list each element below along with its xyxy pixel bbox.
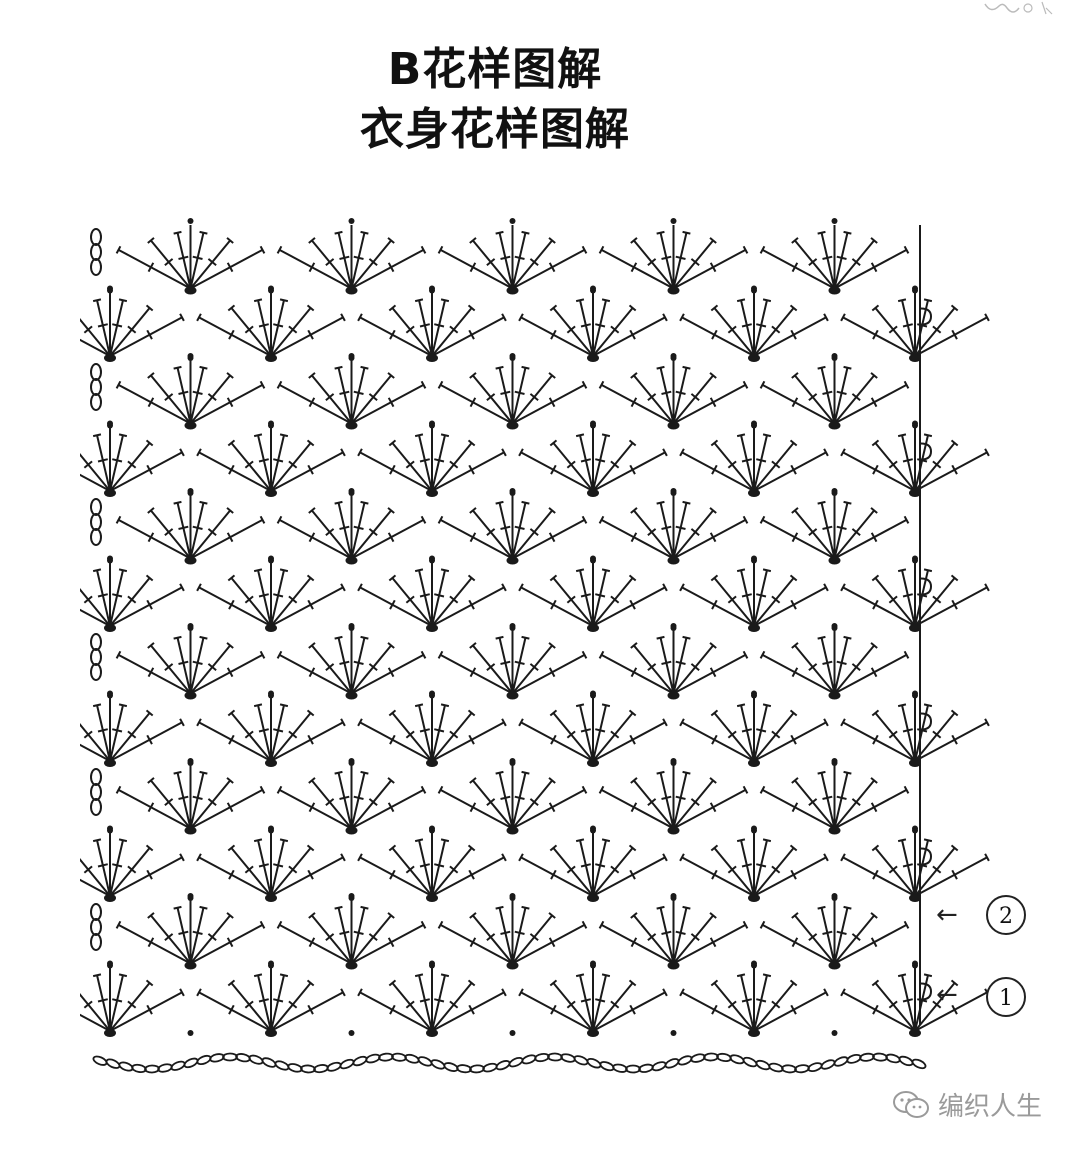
- crochet-chart: ← 2 ← 1: [80, 195, 1060, 1075]
- shell-fan: [759, 488, 910, 565]
- foundation-chain: [92, 1052, 927, 1074]
- row-marker-2: 2: [986, 895, 1026, 935]
- turning-chain-left: [90, 363, 102, 411]
- shell-fan: [115, 893, 266, 970]
- shell-fan: [357, 825, 507, 902]
- turning-chain-right: [920, 307, 933, 326]
- row-marker-1: 1: [986, 977, 1026, 1017]
- shell-fan: [276, 218, 427, 295]
- turning-chain-right: [920, 982, 933, 1001]
- shell-fan: [840, 285, 990, 362]
- shell-fan: [80, 420, 185, 497]
- shell-fan: [598, 218, 749, 295]
- shell-fan: [679, 285, 829, 362]
- shell-fan: [437, 758, 588, 835]
- shell-fan: [196, 690, 346, 767]
- turning-chain-left: [90, 228, 102, 276]
- shell-fan: [276, 623, 427, 700]
- shell-fan: [276, 353, 427, 430]
- shell-fan: [598, 893, 749, 970]
- shell-fan: [357, 285, 507, 362]
- crochet-chart-svg: [80, 218, 990, 1074]
- shell-fan: [80, 960, 185, 1037]
- shell-fan: [357, 420, 507, 497]
- chain-dot: [670, 1030, 677, 1036]
- shell-fan: [598, 353, 749, 430]
- shell-fan: [759, 353, 910, 430]
- shell-fan: [598, 758, 749, 835]
- shell-fan: [759, 218, 910, 295]
- title-block: B花样图解 衣身花样图解: [0, 40, 990, 160]
- shell-fan: [196, 825, 346, 902]
- shell-fan: [679, 960, 829, 1037]
- shell-fan: [840, 420, 990, 497]
- shell-fan: [759, 758, 910, 835]
- shell-fan: [276, 488, 427, 565]
- shell-fan: [437, 353, 588, 430]
- turning-chain-left: [90, 498, 102, 546]
- shell-fan: [840, 690, 990, 767]
- turning-chain-left: [90, 633, 102, 681]
- shell-fan: [679, 690, 829, 767]
- turning-chain-right: [920, 577, 933, 596]
- shell-fan: [80, 825, 185, 902]
- chain-dot: [509, 1030, 516, 1036]
- chain-dot: [348, 1030, 355, 1036]
- corner-decoration: [984, 1, 1053, 15]
- shell-fan: [518, 285, 668, 362]
- shell-fan: [357, 960, 507, 1037]
- row-1-arrow: ←: [936, 980, 958, 1010]
- shell-fan: [437, 623, 588, 700]
- turning-chain-left: [90, 903, 102, 951]
- shell-fan: [196, 420, 346, 497]
- shell-fan: [518, 690, 668, 767]
- row-2-arrow: ←: [936, 900, 958, 930]
- turning-chain-left: [90, 768, 102, 816]
- shell-fan: [437, 218, 588, 295]
- shell-fan: [518, 960, 668, 1037]
- shell-fan: [115, 623, 266, 700]
- pattern-title: B花样图解: [387, 44, 603, 95]
- shell-fan: [840, 555, 990, 632]
- shell-fan: [196, 960, 346, 1037]
- shell-fan: [840, 825, 990, 902]
- shell-fan: [115, 218, 266, 295]
- shell-fan: [276, 893, 427, 970]
- shell-fan: [437, 488, 588, 565]
- shell-fan: [598, 623, 749, 700]
- shell-fan: [759, 893, 910, 970]
- shell-fan: [115, 488, 266, 565]
- shell-fan: [518, 555, 668, 632]
- shell-fan: [80, 285, 185, 362]
- shell-fan: [679, 825, 829, 902]
- shell-fan: [196, 555, 346, 632]
- shell-fan: [679, 420, 829, 497]
- shell-fan: [196, 285, 346, 362]
- shell-fan: [80, 555, 185, 632]
- chain-dot: [187, 1030, 194, 1036]
- shell-fan: [518, 420, 668, 497]
- shell-fan: [598, 488, 749, 565]
- turning-chain-right: [920, 847, 933, 866]
- shell-fan: [276, 758, 427, 835]
- turning-chain-right: [920, 442, 933, 461]
- wechat-icon: [892, 1090, 930, 1120]
- shell-fan: [679, 555, 829, 632]
- shell-fan: [840, 960, 990, 1037]
- shell-fan: [80, 690, 185, 767]
- shell-fan: [759, 623, 910, 700]
- watermark-text: 编织人生: [937, 1092, 1042, 1122]
- shell-fan: [115, 353, 266, 430]
- watermark: 编织人生: [892, 1086, 1042, 1123]
- shell-fan: [437, 893, 588, 970]
- chain-dot: [831, 1030, 838, 1036]
- shell-fan: [357, 690, 507, 767]
- shell-fan: [115, 758, 266, 835]
- turning-chain-right: [920, 712, 933, 731]
- body-pattern-title: 衣身花样图解: [360, 104, 630, 155]
- shell-fan: [357, 555, 507, 632]
- shell-fan: [518, 825, 668, 902]
